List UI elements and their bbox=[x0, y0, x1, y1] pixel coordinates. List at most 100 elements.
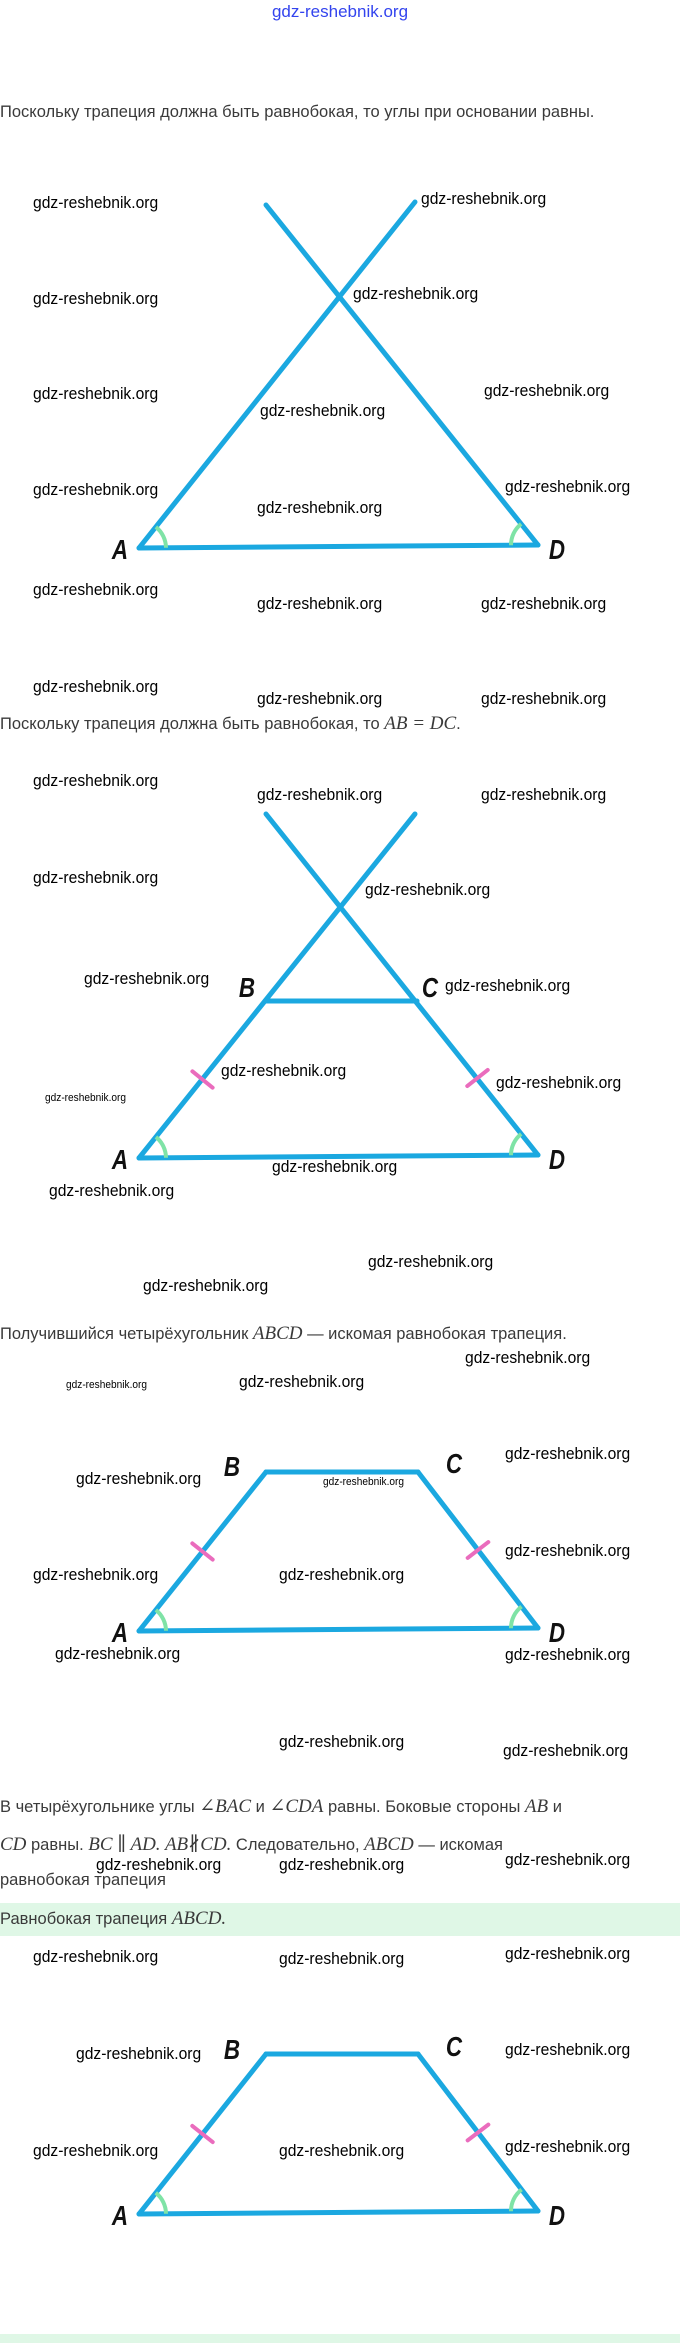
vertex-label-b: B bbox=[238, 972, 256, 1003]
watermark: gdz-reshebnik.org bbox=[32, 193, 159, 213]
watermark: gdz-reshebnik.org bbox=[504, 477, 631, 497]
base-ad bbox=[136, 1625, 541, 1634]
watermark: gdz-reshebnik.org bbox=[496, 1073, 622, 1093]
watermark: gdz-reshebnik.org bbox=[143, 1276, 269, 1296]
angle-d-arc bbox=[509, 1132, 523, 1156]
watermark: gdz-reshebnik.org bbox=[364, 880, 490, 900]
watermark: gdz-reshebnik.org bbox=[503, 1740, 629, 1760]
watermark: gdz-reshebnik.org bbox=[256, 689, 383, 709]
watermark: gdz-reshebnik.org bbox=[256, 497, 383, 517]
watermark: gdz-reshebnik.org bbox=[481, 784, 607, 804]
watermark: gdz-reshebnik.org bbox=[32, 384, 159, 404]
vertex-label-a: A bbox=[111, 1144, 129, 1175]
equal-tick-cd bbox=[465, 1540, 491, 1560]
watermark: gdz-reshebnik.org bbox=[279, 1564, 405, 1584]
angle-d-arc bbox=[509, 2187, 523, 2212]
equal-tick-cd bbox=[465, 2122, 491, 2143]
text: . bbox=[456, 715, 461, 733]
vertex-label-d: D bbox=[548, 1617, 566, 1648]
vertex-label-b: B bbox=[223, 1451, 241, 1482]
watermark: gdz-reshebnik.org bbox=[49, 1180, 175, 1200]
math: ABCD bbox=[364, 1834, 414, 1855]
watermark: gdz-reshebnik.org bbox=[484, 381, 610, 401]
vertex-label-d: D bbox=[548, 1144, 566, 1175]
watermark: gdz-reshebnik.org bbox=[65, 1378, 147, 1391]
angle-d-arc bbox=[509, 1605, 523, 1629]
angle-a-arc bbox=[154, 1608, 168, 1631]
vertex-label-d: D bbox=[548, 534, 566, 565]
watermark: gdz-reshebnik.org bbox=[504, 1443, 631, 1463]
step-4-line-2: CD равны. BC ∥ AD. AB∦CD. Следовательно,… bbox=[0, 1835, 503, 1855]
step-4-line-3: равнобокая трапеция bbox=[0, 1871, 166, 1889]
watermark: gdz-reshebnik.org bbox=[95, 1854, 221, 1874]
text: и bbox=[548, 1798, 562, 1816]
base-ad bbox=[136, 1152, 541, 1161]
watermark: gdz-reshebnik.org bbox=[504, 1540, 631, 1560]
step-2-text: Поскольку трапеция должна быть равнобока… bbox=[0, 714, 461, 734]
math: ABCD bbox=[252, 1323, 303, 1344]
text: Равнобокая трапеция bbox=[0, 1910, 172, 1928]
watermark: gdz-reshebnik.org bbox=[279, 1854, 405, 1874]
math: ∠BAC bbox=[199, 1796, 252, 1817]
vertex-label-c: C bbox=[445, 1448, 463, 1479]
watermark: gdz-reshebnik.org bbox=[367, 1252, 493, 1272]
watermark: gdz-reshebnik.org bbox=[32, 677, 159, 697]
text: Получившийся четырёхугольник bbox=[0, 1325, 253, 1343]
watermark: gdz-reshebnik.org bbox=[32, 771, 159, 791]
equal-tick-ab bbox=[190, 1069, 215, 1090]
watermark: gdz-reshebnik.org bbox=[322, 1476, 404, 1489]
watermark: gdz-reshebnik.org bbox=[279, 1732, 405, 1751]
watermark: gdz-reshebnik.org bbox=[256, 784, 383, 804]
angle-a-arc bbox=[154, 2191, 168, 2214]
watermark: gdz-reshebnik.org bbox=[352, 284, 478, 304]
vertex-label-a: A bbox=[111, 2200, 129, 2231]
watermark: gdz-reshebnik.org bbox=[32, 2141, 159, 2161]
watermark: gdz-reshebnik.org bbox=[44, 1092, 126, 1105]
math: CD bbox=[0, 1834, 27, 1855]
watermark: gdz-reshebnik.org bbox=[464, 1348, 590, 1368]
watermark: gdz-reshebnik.org bbox=[421, 188, 547, 208]
angle-a-arc bbox=[154, 525, 168, 548]
base-ad bbox=[136, 542, 541, 551]
side-line-a bbox=[136, 199, 418, 551]
text: Следовательно, bbox=[231, 1836, 365, 1854]
equal-tick-cd bbox=[465, 1067, 490, 1089]
watermark: gdz-reshebnik.org bbox=[32, 1947, 159, 1967]
side-line-d bbox=[263, 202, 541, 548]
vertex-label-a: A bbox=[111, 1617, 129, 1648]
text: — искомая равнобокая трапеция. bbox=[302, 1325, 567, 1343]
vertex-label-c: C bbox=[445, 2031, 463, 2062]
watermark: gdz-reshebnik.org bbox=[504, 1944, 631, 1964]
watermark: gdz-reshebnik.org bbox=[279, 2141, 405, 2161]
equal-tick-ab bbox=[190, 1541, 215, 1562]
watermark: gdz-reshebnik.org bbox=[83, 968, 209, 988]
step-4-line-1: В четырёхугольнике углы ∠BAC и ∠CDA равн… bbox=[0, 1797, 562, 1817]
watermark: gdz-reshebnik.org bbox=[504, 2039, 631, 2059]
watermark: gdz-reshebnik.org bbox=[259, 400, 386, 420]
math: AB bbox=[524, 1796, 549, 1817]
watermark: gdz-reshebnik.org bbox=[32, 288, 159, 308]
vertex-label-b: B bbox=[223, 2034, 241, 2065]
angle-a-arc bbox=[154, 1135, 168, 1158]
angle-d-arc bbox=[509, 522, 523, 546]
watermark: gdz-reshebnik.org bbox=[481, 593, 607, 613]
text: — искомая bbox=[413, 1836, 503, 1854]
side-line-a bbox=[136, 811, 418, 1161]
math: AB = DC bbox=[384, 713, 457, 734]
math: ABCD. bbox=[171, 1908, 227, 1929]
watermark: gdz-reshebnik.org bbox=[504, 1645, 631, 1665]
text: и bbox=[251, 1798, 270, 1816]
text: В четырёхугольнике углы bbox=[0, 1798, 200, 1816]
watermark: gdz-reshebnik.org bbox=[32, 868, 159, 888]
watermark: gdz-reshebnik.org bbox=[445, 976, 571, 996]
math: ∠CDA bbox=[269, 1796, 324, 1817]
answer-box-2 bbox=[0, 2334, 680, 2343]
answer-text: Равнобокая трапеция ABCD. bbox=[0, 1909, 226, 1929]
watermark: gdz-reshebnik.org bbox=[32, 1564, 159, 1584]
site-link[interactable]: gdz-reshebnik.org bbox=[271, 2, 409, 21]
watermark: gdz-reshebnik.org bbox=[55, 1643, 181, 1663]
watermark: gdz-reshebnik.org bbox=[504, 2136, 631, 2156]
watermark: gdz-reshebnik.org bbox=[256, 593, 383, 613]
step-1-text: Поскольку трапеция должна быть равнобока… bbox=[0, 103, 595, 121]
